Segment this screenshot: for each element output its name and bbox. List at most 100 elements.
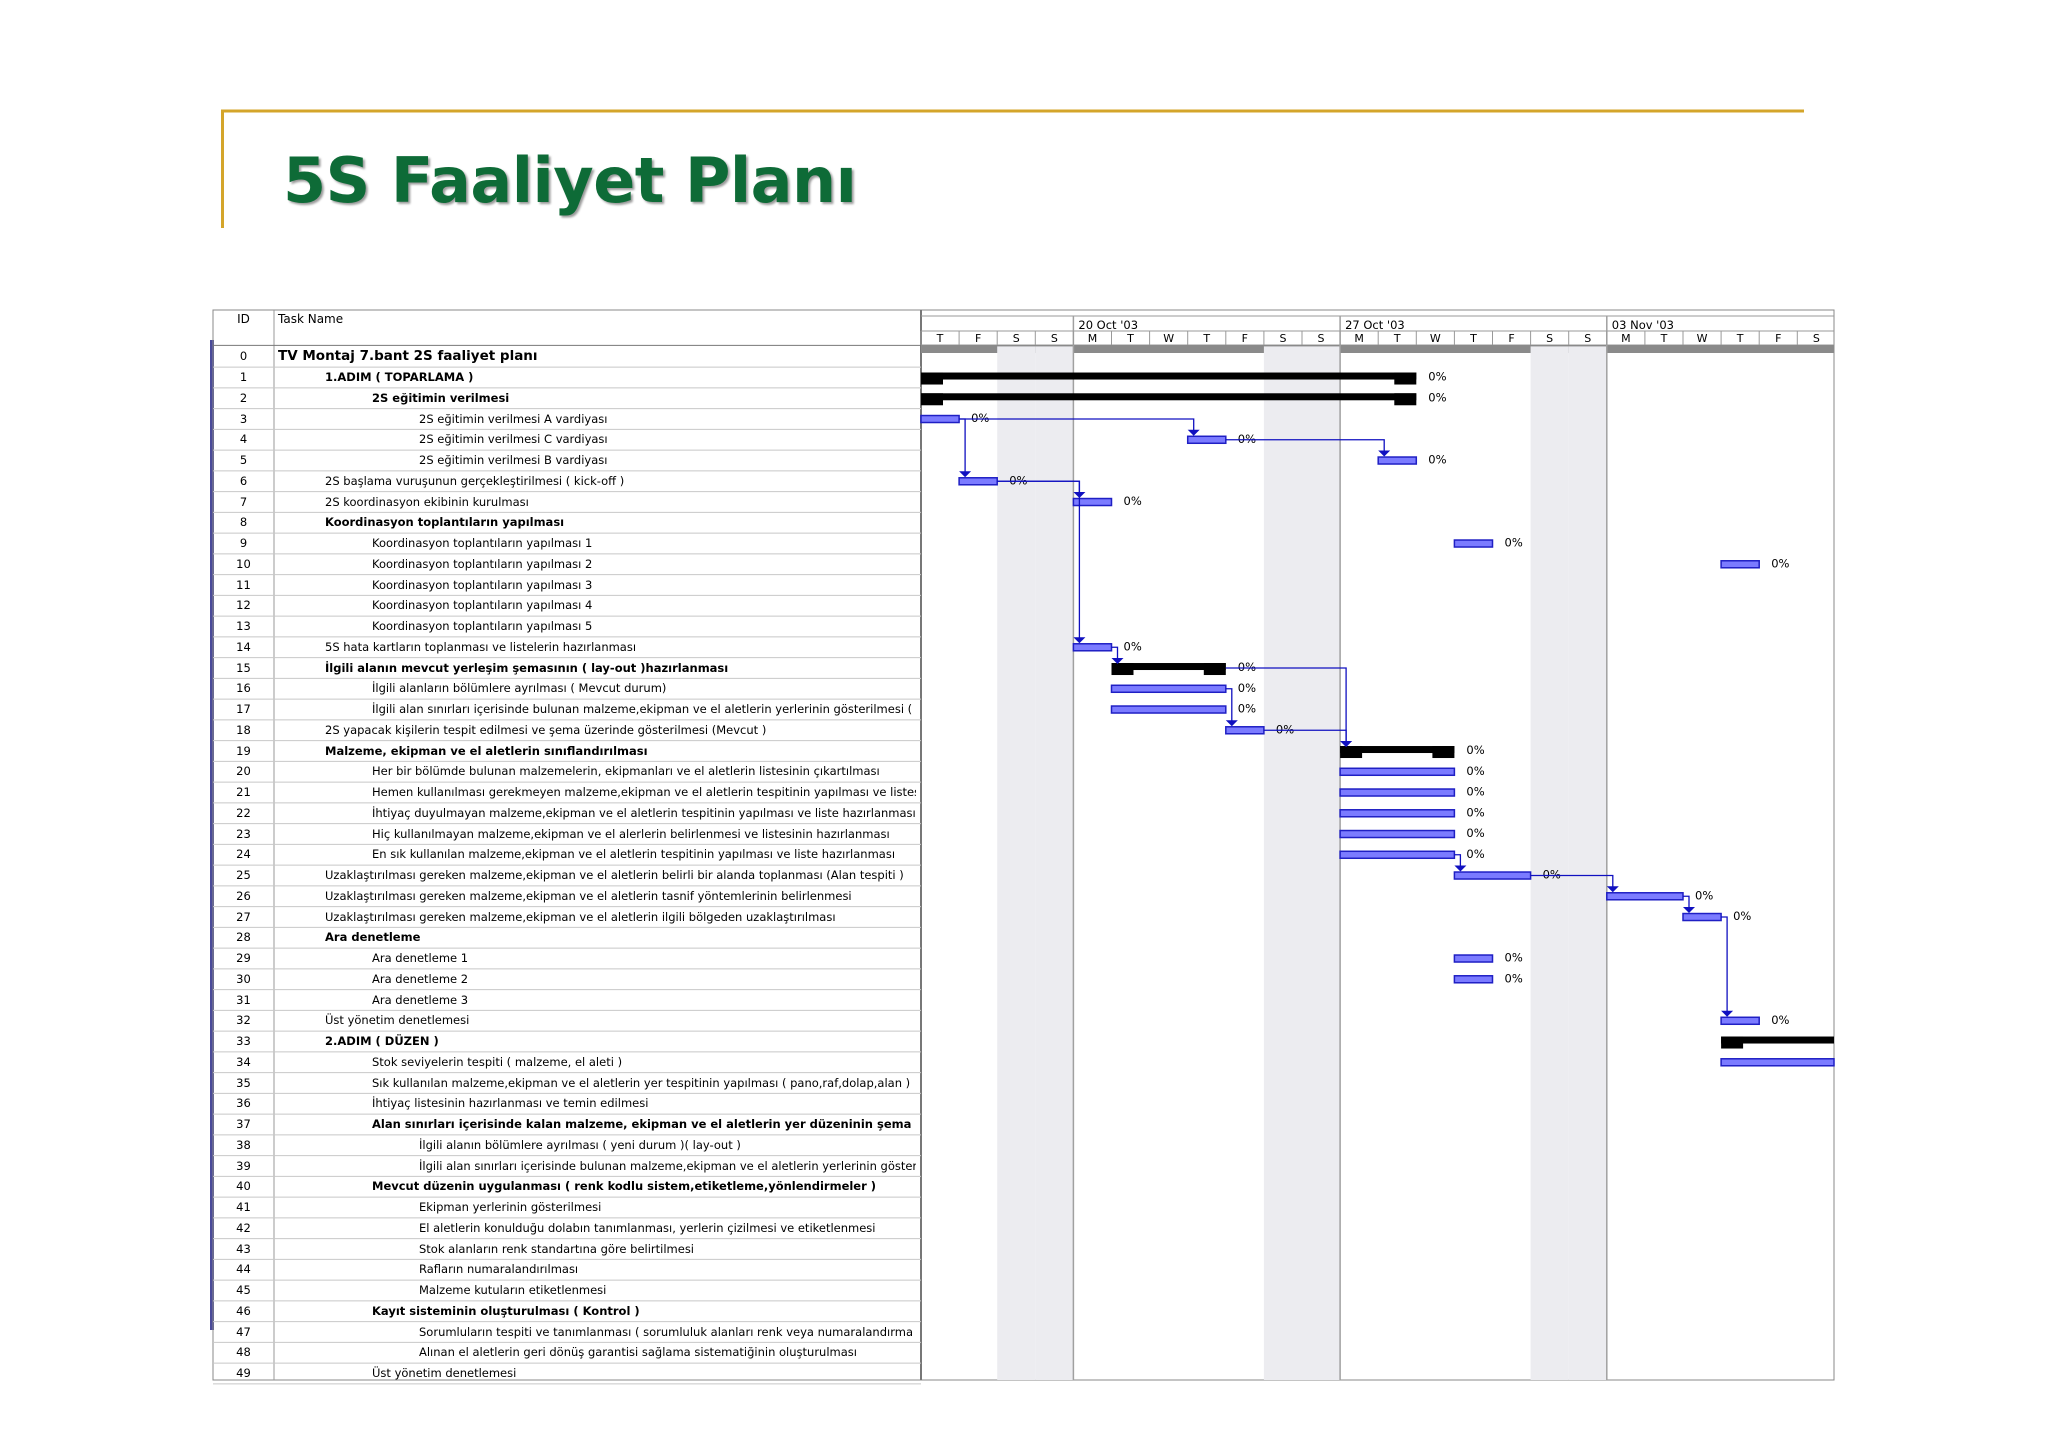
task-id: 9	[239, 536, 248, 551]
percent-complete-label: 0%	[1009, 473, 1027, 487]
task-id: 37	[236, 1117, 251, 1132]
task-id: 25	[236, 868, 251, 883]
task-bar	[958, 477, 998, 486]
dependency-link	[1454, 854, 1462, 870]
task-bar	[1072, 497, 1113, 507]
dependency-arrowhead	[1454, 865, 1467, 872]
task-id: 46	[236, 1303, 251, 1318]
summary-bar	[1340, 746, 1455, 754]
task-name: 2S koordinasyon ekibinin kurulması	[325, 494, 529, 509]
task-bar	[1453, 954, 1494, 963]
task-name: Uzaklaştırılması gereken malzeme,ekipman…	[325, 909, 836, 924]
day-label: W	[1163, 332, 1174, 345]
day-label: T	[1202, 332, 1210, 345]
task-name: Üst yönetim denetlemesi	[325, 1013, 470, 1028]
task-name: Stok alanların renk standartına göre bel…	[419, 1241, 695, 1256]
task-bar	[1606, 892, 1684, 901]
task-id: 13	[236, 619, 251, 634]
day-label: S	[1546, 332, 1553, 345]
percent-complete-label: 0%	[1505, 536, 1523, 550]
task-name: İlgili alan sınırları içerisinde bulunan…	[419, 1158, 916, 1173]
summary-bar	[921, 393, 1417, 401]
day-label: S	[1051, 332, 1058, 345]
week-label: 03 Nov '03	[1612, 318, 1674, 332]
task-name: İlgili alanın bölümlere ayrılması ( yeni…	[419, 1137, 741, 1152]
task-id: 27	[236, 909, 251, 924]
task-name: 2S başlama vuruşunun gerçekleştirilmesi …	[325, 473, 625, 488]
percent-complete-label: 0%	[1276, 722, 1294, 736]
task-id: 1	[239, 370, 248, 385]
task-id: 30	[236, 971, 251, 986]
dependency-arrowhead	[1225, 720, 1238, 727]
percent-complete-label: 0%	[1733, 909, 1751, 923]
task-name: Her bir bölümde bulunan malzemelerin, ek…	[372, 764, 880, 779]
task-bar	[1720, 1058, 1835, 1067]
task-name: İlgili alanın mevcut yerleşim şemasının …	[325, 660, 729, 675]
task-id: 28	[236, 930, 251, 945]
task-id: 6	[239, 473, 248, 488]
dependency-link	[959, 418, 1195, 434]
week-label: 27 Oct '03	[1345, 318, 1405, 332]
dependency-arrowhead	[1378, 450, 1391, 457]
dependency-link	[997, 480, 1081, 642]
dependency-link	[1225, 439, 1385, 455]
day-label: F	[1242, 332, 1248, 345]
day-label: M	[1621, 332, 1631, 345]
task-name: TV Montaj 7.bant 2S faaliyet planı	[278, 348, 538, 365]
task-id: 36	[236, 1096, 251, 1111]
task-bar	[1072, 643, 1113, 652]
task-name: 2S yapacak kişilerin tespit edilmesi ve …	[325, 722, 767, 737]
task-id: 31	[236, 992, 251, 1007]
task-name: Koordinasyon toplantıların yapılması 4	[372, 598, 593, 613]
week-label: 20 Oct '03	[1078, 318, 1138, 332]
task-id: 42	[236, 1220, 251, 1235]
task-id: 8	[239, 515, 248, 530]
dependency-link	[1111, 646, 1119, 663]
day-label: S	[1279, 332, 1286, 345]
task-id: 39	[236, 1158, 251, 1173]
dependency-arrowhead	[1340, 741, 1353, 748]
task-bar	[1339, 850, 1456, 860]
task-name: Ara denetleme 1	[372, 951, 469, 966]
task-id: 4	[239, 432, 248, 447]
task-bar	[1186, 435, 1227, 445]
dependency-link	[1530, 874, 1614, 891]
task-name: 1.ADIM ( TOPARLAMA )	[325, 370, 474, 385]
dependency-link	[1683, 895, 1690, 912]
table-row: 27 Uzaklaştırılması gereken malzeme,ekipm…	[213, 907, 921, 928]
task-bar	[1110, 684, 1227, 694]
task-name: Koordinasyon toplantıların yapılması 3	[372, 577, 593, 592]
summary-bar	[1111, 663, 1226, 671]
task-id: 23	[236, 826, 251, 841]
table-row: 8 Koordinasyon toplantıların yapılması	[213, 512, 921, 533]
task-id: 14	[236, 639, 251, 654]
task-id: 34	[236, 1054, 251, 1069]
task-bar	[1339, 788, 1456, 797]
summary-bar-start-cap	[1721, 1036, 1744, 1049]
task-name: Koordinasyon toplantıların yapılması	[325, 515, 565, 530]
task-id: 35	[236, 1075, 251, 1090]
task-name: Üst yönetim denetlemesi	[372, 1366, 517, 1381]
task-bar	[1453, 539, 1494, 548]
percent-complete-label: 0%	[1124, 494, 1142, 508]
task-id: 0	[239, 349, 248, 364]
dependency-link	[959, 418, 966, 476]
task-name: Ara denetleme	[325, 930, 421, 945]
task-bar	[1377, 456, 1418, 465]
